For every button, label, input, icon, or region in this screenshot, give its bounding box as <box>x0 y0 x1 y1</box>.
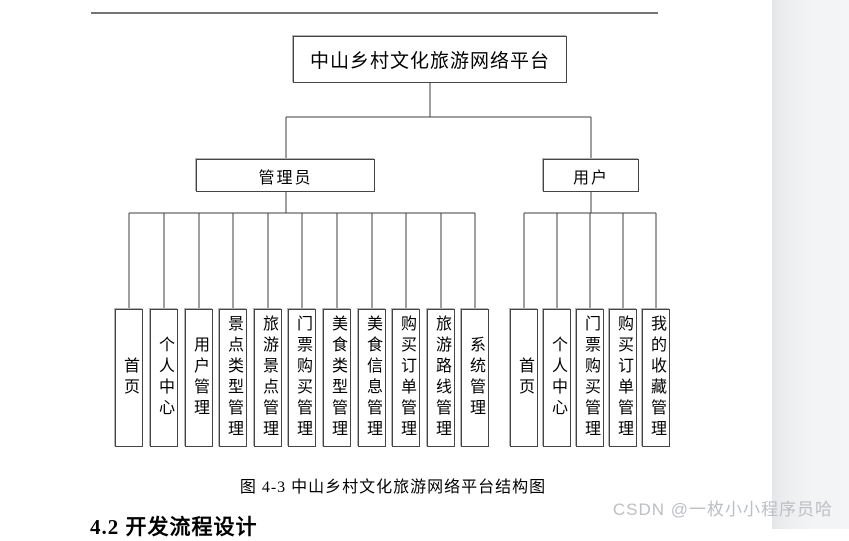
tree-leaf-label: 系统管理 <box>467 336 484 420</box>
tree-leaf-label: 景点类型管理 <box>225 315 242 441</box>
tree-branch-admin-label: 管理员 <box>258 169 313 187</box>
tree-leaf-label: 美食类型管理 <box>329 315 346 441</box>
tree-leaf-label: 门票购买管理 <box>294 315 311 441</box>
tree-branch-user: 用户 <box>543 159 639 192</box>
tree-leaf-label: 个人中心 <box>156 336 173 420</box>
tree-leaf: 系统管理 <box>461 309 489 447</box>
tree-root-node: 中山乡村文化旅游网络平台 <box>293 36 567 83</box>
tree-leaf: 美食信息管理 <box>358 309 386 447</box>
tree-leaf-label: 首页 <box>121 357 138 399</box>
tree-leaf: 个人中心 <box>543 309 571 447</box>
tree-leaf: 旅游路线管理 <box>427 309 455 447</box>
tree-leaf-label: 用户管理 <box>191 336 208 420</box>
tree-leaf-label: 首页 <box>516 357 533 399</box>
tree-leaf: 个人中心 <box>150 309 178 447</box>
page-edge-shadow <box>772 0 849 529</box>
csdn-watermark: CSDN @一枚小小程序员哈 <box>612 500 833 519</box>
tree-branch-admin: 管理员 <box>196 159 375 192</box>
tree-root-label: 中山乡村文化旅游网络平台 <box>309 51 550 72</box>
tree-leaf-label: 购买订单管理 <box>615 315 632 441</box>
document-top-rule <box>91 12 658 14</box>
tree-leaf: 我的收藏管理 <box>642 309 670 447</box>
tree-leaf: 购买订单管理 <box>392 309 420 447</box>
tree-leaf-label: 个人中心 <box>549 336 566 420</box>
tree-connector-lines <box>128 83 657 309</box>
tree-leaf: 用户管理 <box>185 309 213 447</box>
tree-leaf: 旅游景点管理 <box>254 309 282 447</box>
tree-leaf: 美食类型管理 <box>323 309 351 447</box>
tree-leaf-label: 美食信息管理 <box>364 315 381 441</box>
tree-leaf: 门票购买管理 <box>288 309 316 447</box>
tree-leaf-label: 门票购买管理 <box>582 315 599 441</box>
tree-leaf-label: 旅游路线管理 <box>433 315 450 441</box>
tree-leaf: 首页 <box>510 309 538 447</box>
tree-leaf-label: 旅游景点管理 <box>260 315 277 441</box>
next-section-heading: 4.2 开发流程设计 <box>90 515 258 539</box>
tree-leaf-label: 购买订单管理 <box>398 315 415 441</box>
tree-leaf: 景点类型管理 <box>219 309 247 447</box>
figure-caption: 图 4-3 中山乡村文化旅游网络平台结构图 <box>239 479 547 496</box>
tree-leaf: 门票购买管理 <box>576 309 604 447</box>
tree-leaf: 首页 <box>115 309 143 447</box>
tree-leaf: 购买订单管理 <box>609 309 637 447</box>
tree-leaf-label: 我的收藏管理 <box>648 315 665 441</box>
tree-branch-user-label: 用户 <box>572 169 609 187</box>
